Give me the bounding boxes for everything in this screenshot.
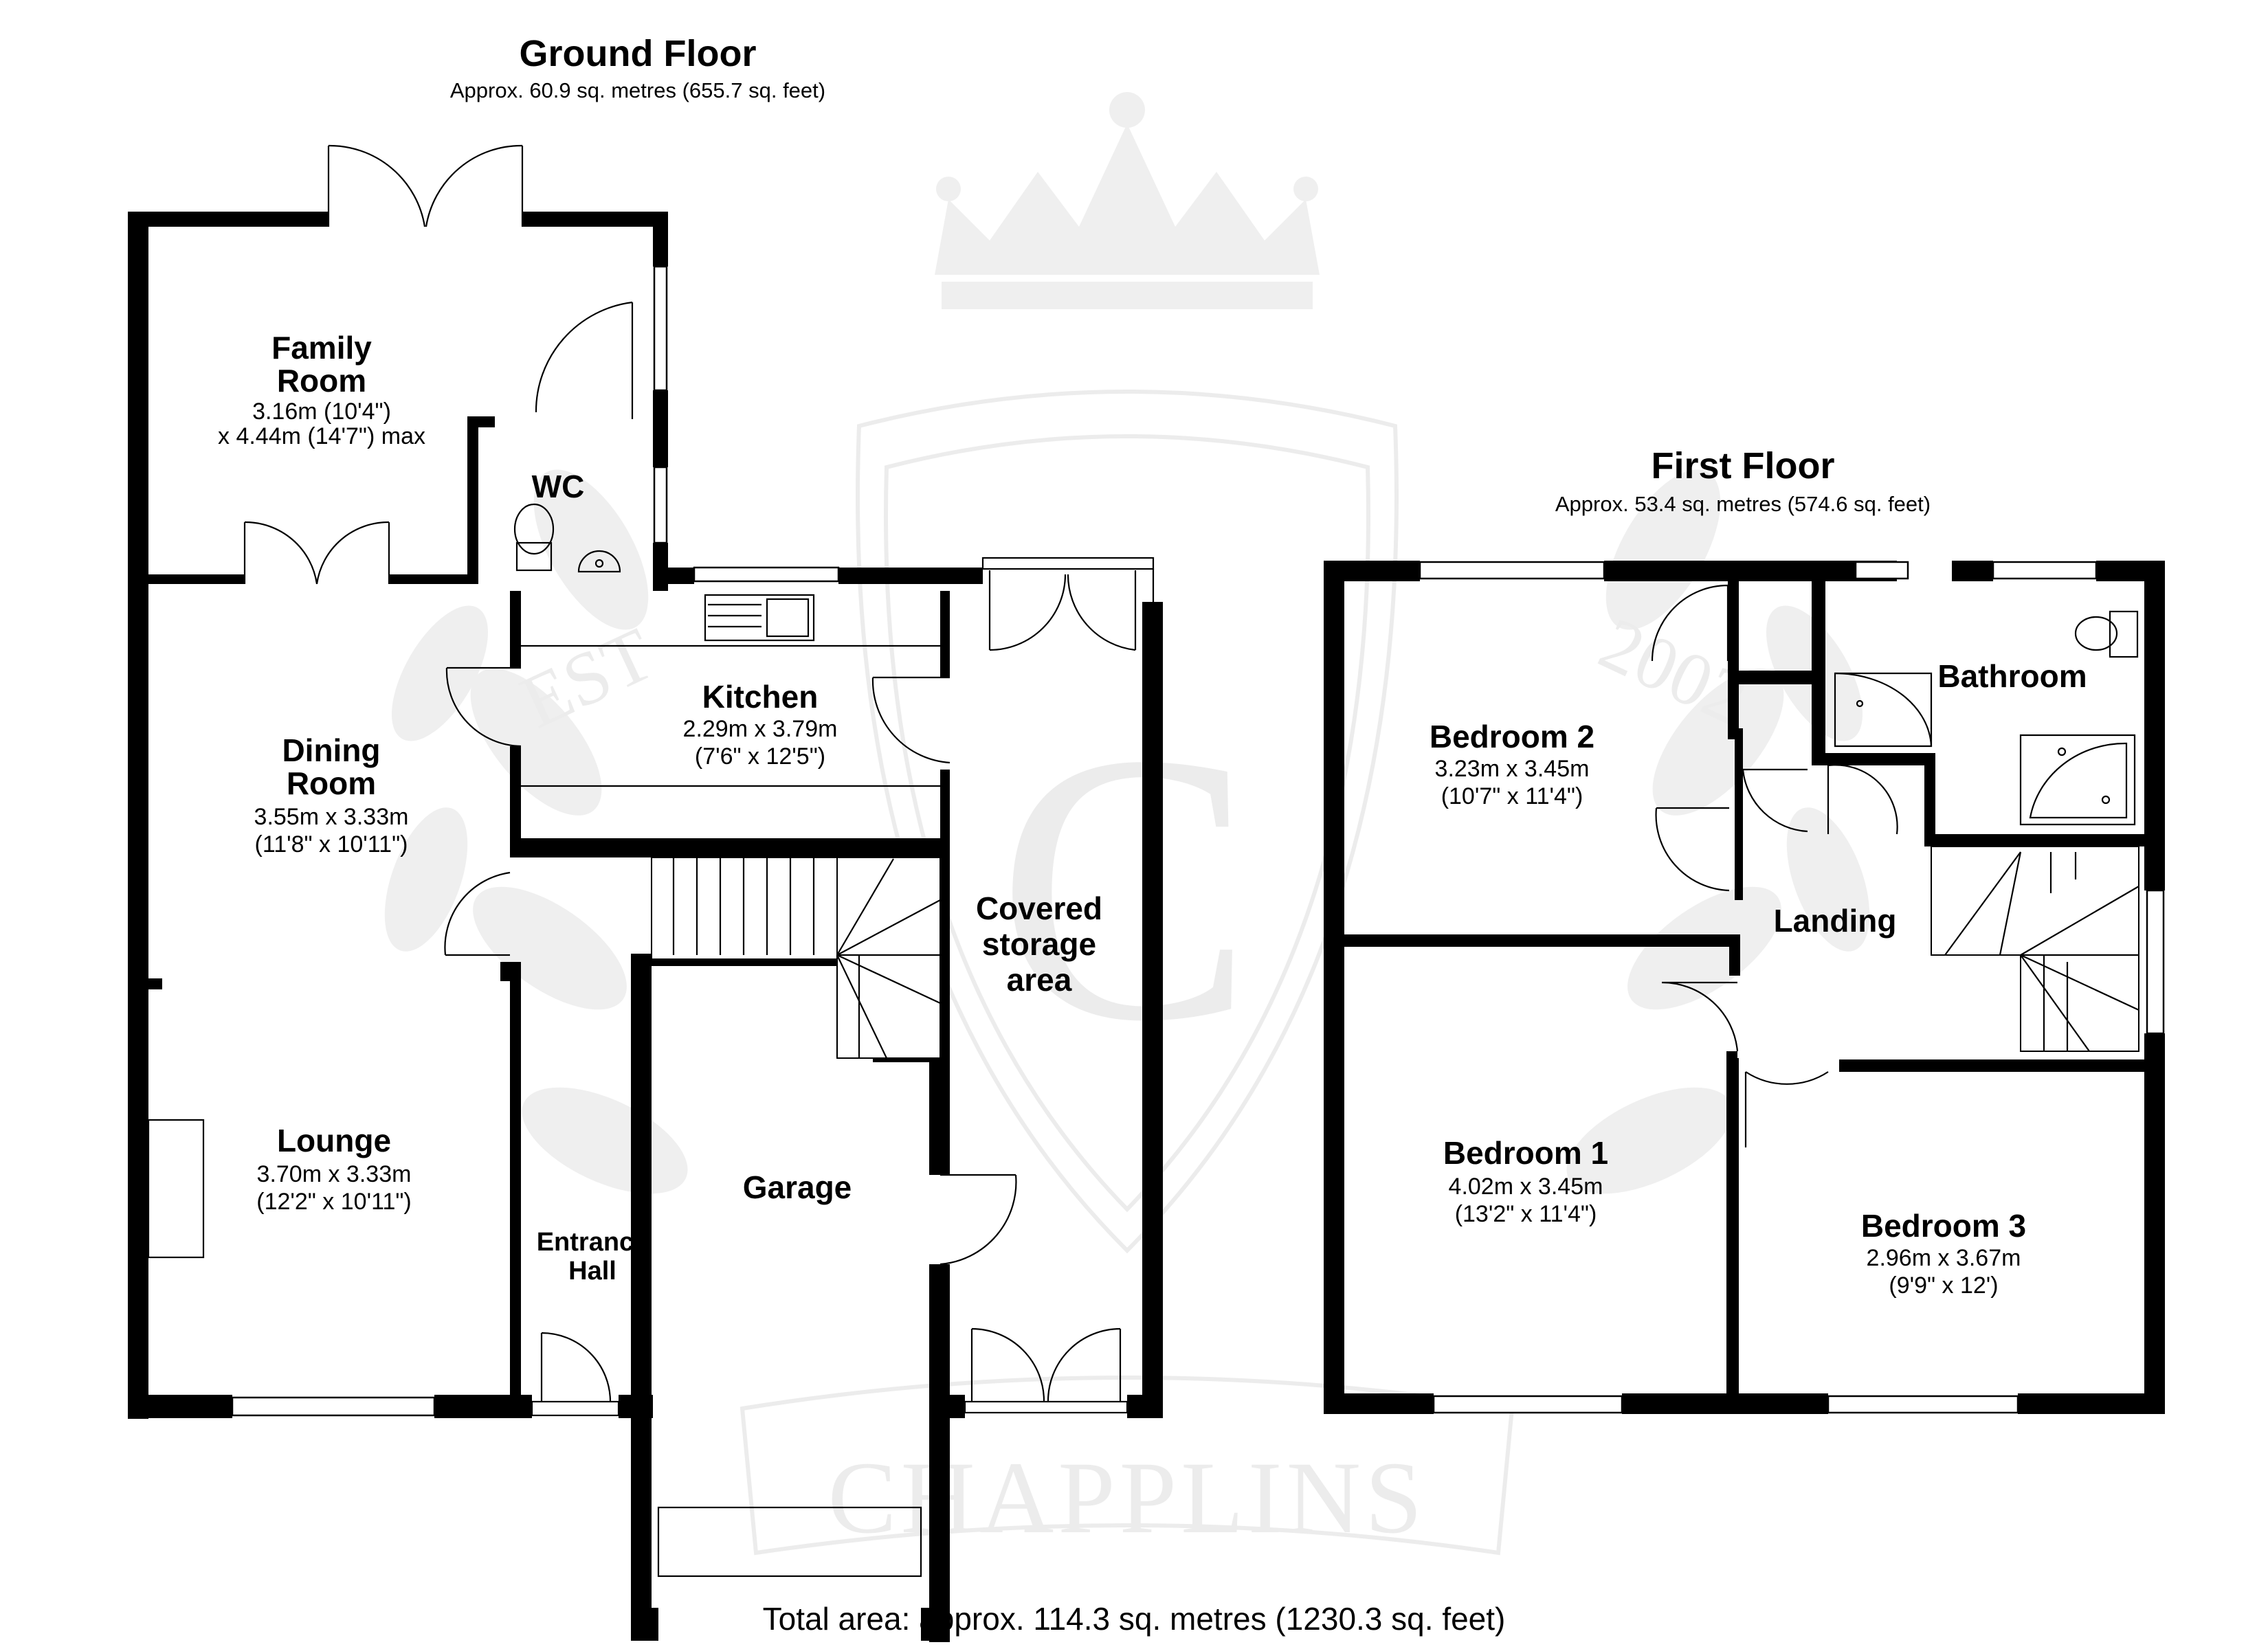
storage-doors [981,557,1155,651]
family-room-name-2: Room [277,363,366,399]
window [1432,1395,1623,1414]
french-doors-family-room [327,144,524,227]
bedroom-2-dimensions-2: (10'7" x 11'4") [1441,783,1583,809]
entrance-hall-name-2: Hall [568,1257,616,1286]
bedroom-2-dimensions: 3.23m x 3.45m [1435,756,1590,782]
french-doors-dining-room [243,521,390,585]
door [444,871,511,956]
ground-floor-walls [128,212,1163,1642]
door [871,676,950,764]
window [653,265,668,392]
wc-name: WC [532,469,585,504]
storage-bottom-doors [964,1327,1129,1414]
door [1651,584,1729,662]
kitchen-dimensions-2: (7'6" x 12'5") [695,743,825,770]
toilet-icon [2074,610,2139,658]
watermark-crown-icon [935,92,1320,309]
shower-icon [1834,672,1933,748]
door [445,666,522,748]
bedroom-2-name: Bedroom 2 [1430,719,1594,754]
bedroom-3-name: Bedroom 3 [1861,1208,2026,1244]
entrance-hall-name: Entrance [537,1228,649,1257]
bedroom-3-dimensions-2: (9'9" x 12') [1889,1272,1998,1299]
toilet-icon [513,503,555,572]
lounge-name: Lounge [277,1123,391,1158]
door [940,1174,1017,1266]
watermark-brand: CHAPPLINS [828,1441,1427,1555]
first-floor-title: First Floor [1652,445,1835,486]
window [1419,561,1605,580]
staircase [651,857,941,1059]
window [653,466,668,544]
window [1992,561,2098,580]
fireplace [147,1119,205,1259]
sink-icon [577,550,621,573]
watermark-monogram: C [997,675,1258,1101]
ground-floor-title: Ground Floor [520,33,757,74]
ground-floor-labels: Ground Floor Approx. 60.9 sq. metres (65… [218,33,1102,1286]
door [1744,1071,1829,1147]
bedroom-1-dimensions-2: (13'2" x 11'4") [1455,1201,1597,1227]
family-room-dimensions: 3.16m (10'4") [252,399,391,425]
dining-room-name-2: Room [287,765,376,801]
covered-storage-name-3: area [1007,962,1072,998]
family-room-dimensions-2: x 4.44m (14'7") max [218,423,425,449]
total-area: Total area: approx. 114.3 sq. metres (12… [763,1601,1506,1637]
watermark-laurel-right-icon [1566,469,1870,1194]
garage-name: Garage [743,1169,852,1205]
dining-room-dimensions-2: (11'8" x 10'11") [255,831,408,857]
watermark-laurel-left-icon [384,469,688,1194]
window [1827,1395,2019,1414]
bathroom-name: Bathroom [1937,658,2087,694]
dining-room-name: Dining [282,732,380,768]
window [2146,889,2165,1035]
window [1854,561,1909,580]
door [1742,768,1808,833]
family-room-name: Family [271,330,372,366]
front-door [531,1332,620,1417]
door [1827,764,1898,835]
first-floor [1324,561,2165,1414]
landing-name: Landing [1774,903,1897,939]
ground-floor [128,144,1163,1642]
bath-icon [2019,734,2136,826]
bedroom-1-name: Bedroom 1 [1443,1135,1608,1171]
covered-storage-name: Covered [976,890,1102,926]
window [693,566,840,583]
first-floor-labels: First Floor Approx. 53.4 sq. metres (574… [1430,445,2087,1299]
bedroom-3-dimensions: 2.96m x 3.67m [1867,1245,2021,1271]
door [535,301,634,419]
watermark-banner [740,1376,1515,1556]
dining-room-dimensions: 3.55m x 3.33m [254,804,409,830]
lounge-dimensions-2: (12'2" x 10'11") [256,1189,412,1215]
door [1661,981,1739,1052]
lounge-dimensions: 3.70m x 3.33m [257,1161,412,1187]
kitchen-name: Kitchen [702,679,819,715]
first-floor-walls [1324,561,2165,1414]
door [1655,807,1730,892]
bedroom-1-dimensions: 4.02m x 3.45m [1449,1174,1603,1200]
staircase [1931,846,2139,1052]
first-floor-area: Approx. 53.4 sq. metres (574.6 sq. feet) [1555,492,1931,516]
ground-floor-area: Approx. 60.9 sq. metres (655.7 sq. feet) [450,78,825,102]
window [231,1396,436,1417]
kitchen-sink-icon [704,594,815,642]
watermark: CHAPPLINS EST 2002 C [384,92,1870,1556]
covered-storage-name-2: storage [982,926,1096,962]
kitchen-dimensions: 2.29m x 3.79m [683,716,838,742]
garage-door [657,1506,922,1578]
